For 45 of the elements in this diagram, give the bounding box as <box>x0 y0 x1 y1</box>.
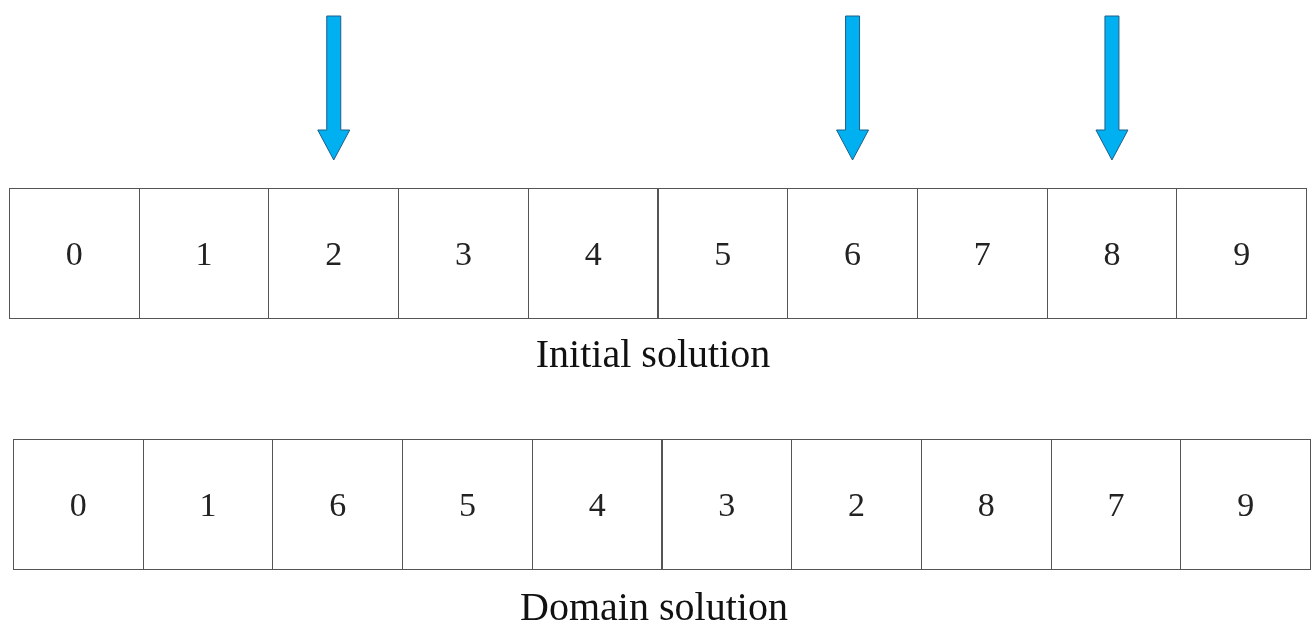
cell-number: 5 <box>458 485 476 524</box>
number-cell <box>272 439 404 570</box>
cell-number: 0 <box>65 234 83 273</box>
number-cell <box>1176 188 1307 319</box>
number-cell <box>142 439 274 570</box>
number-cell <box>661 439 793 570</box>
number-cell <box>916 188 1048 319</box>
number-cell <box>1180 439 1311 570</box>
cell-number: 3 <box>454 234 472 273</box>
cell-number: 2 <box>848 485 866 524</box>
cell-number: 4 <box>588 485 606 524</box>
number-cell <box>13 439 144 570</box>
number-cell <box>657 188 789 319</box>
cell-number: 7 <box>973 234 991 273</box>
cell-number: 4 <box>584 234 602 273</box>
caption-text: Domain solution <box>520 583 788 627</box>
cell-number: 6 <box>844 234 862 273</box>
down-arrow <box>836 15 870 161</box>
cell-number: 6 <box>329 485 347 524</box>
cell-number: 3 <box>718 485 736 524</box>
number-cell <box>138 188 270 319</box>
number-cell <box>268 188 400 319</box>
down-arrow <box>1095 15 1129 161</box>
cell-number: 1 <box>199 485 217 524</box>
cell-number: 7 <box>1107 485 1125 524</box>
down-arrow <box>317 15 351 161</box>
number-cell <box>398 188 529 319</box>
cell-number: 8 <box>1103 234 1121 273</box>
cell-number: 9 <box>1233 234 1251 273</box>
cell-number: 5 <box>714 234 732 273</box>
number-cell <box>527 188 659 319</box>
cell-number: 8 <box>977 485 995 524</box>
number-cell <box>9 188 140 319</box>
cell-number: 9 <box>1237 485 1255 524</box>
caption-text: Initial solution <box>535 330 771 377</box>
number-cell <box>531 439 663 570</box>
cell-number: 2 <box>325 234 343 273</box>
number-cell <box>920 439 1052 570</box>
number-cell <box>402 439 533 570</box>
number-cell <box>1046 188 1178 319</box>
cell-number: 0 <box>69 485 87 524</box>
number-cell <box>787 188 918 319</box>
number-cell <box>791 439 922 570</box>
cell-number: 1 <box>195 234 213 273</box>
number-cell <box>1050 439 1182 570</box>
